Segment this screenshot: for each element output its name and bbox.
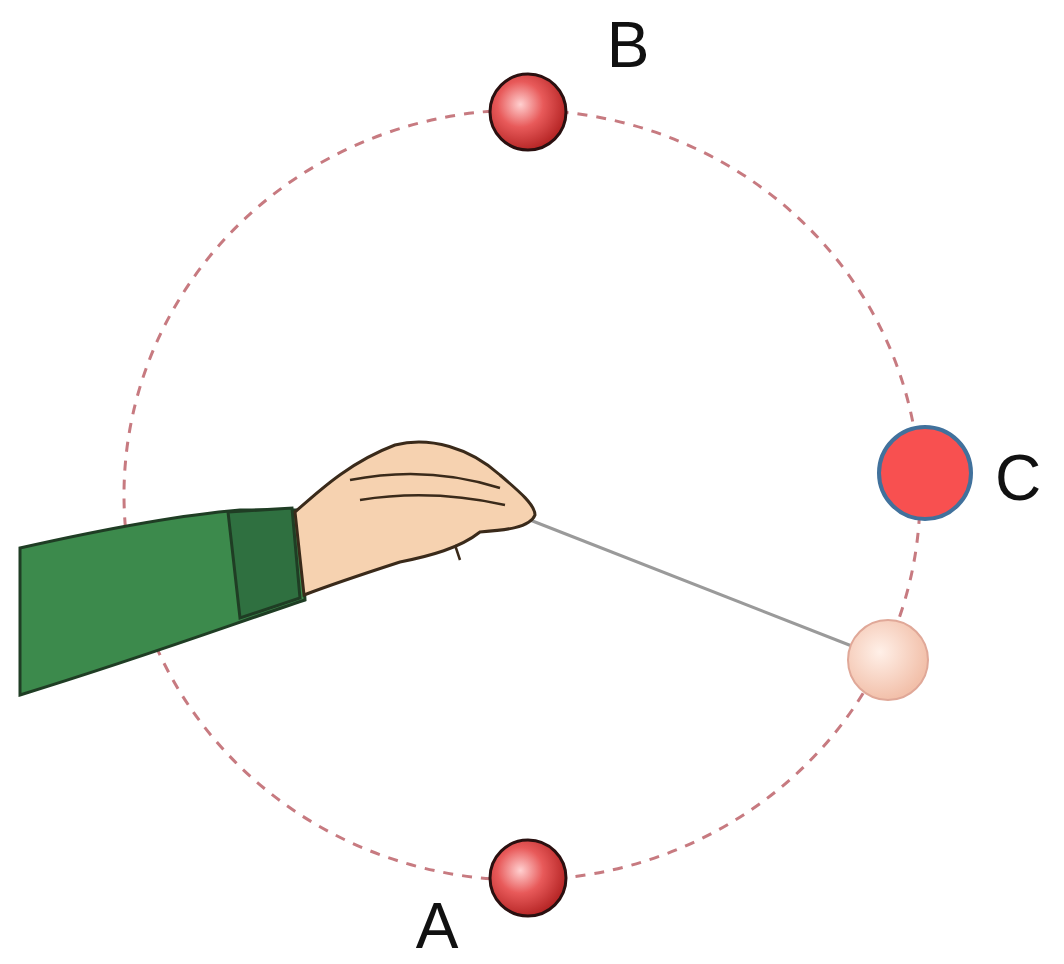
ball-side (879, 427, 971, 519)
ball-top (490, 74, 566, 150)
circular-path (124, 110, 920, 880)
ball-moving (848, 620, 928, 700)
ball-bottom (490, 840, 566, 916)
cuff (228, 508, 300, 618)
point-label: C (995, 446, 1041, 510)
finger-lines (350, 474, 505, 560)
point-label: A (416, 894, 459, 958)
hand (295, 442, 535, 595)
point-label: B (607, 13, 650, 77)
string (530, 520, 862, 650)
